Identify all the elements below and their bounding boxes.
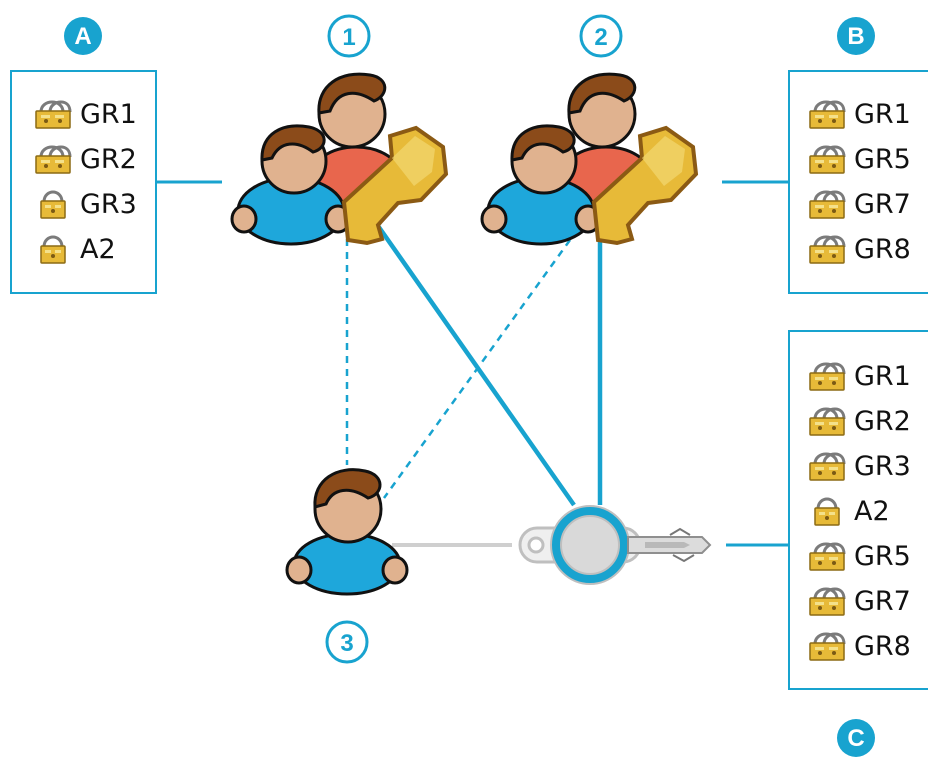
list-item: GR3 — [790, 444, 928, 489]
group-lock-icon — [34, 99, 72, 130]
svg-text:2: 2 — [594, 24, 607, 51]
group-lock-icon — [808, 144, 846, 175]
group-lock-icon — [808, 541, 846, 572]
user-3-icon — [285, 468, 409, 596]
circle-label-3: 3 — [325, 620, 369, 664]
svg-text:A: A — [74, 23, 91, 50]
list-item: GR7 — [790, 182, 928, 227]
list-item-label: GR7 — [854, 586, 911, 617]
list-item-label: GR8 — [854, 234, 911, 265]
group-lock-icon — [808, 406, 846, 437]
permissions-list-c: GR1 GR2 — [790, 332, 928, 669]
single-lock-icon — [34, 189, 72, 220]
list-item-label: GR3 — [854, 451, 911, 482]
circle-label-2: 2 — [579, 14, 623, 58]
list-item: GR2 — [12, 137, 155, 182]
svg-text:1: 1 — [342, 24, 355, 51]
list-item-label: GR5 — [854, 144, 911, 175]
list-item: GR3 — [12, 182, 155, 227]
list-item: GR8 — [790, 227, 928, 272]
group-lock-icon — [808, 234, 846, 265]
svg-text:3: 3 — [340, 630, 353, 657]
group-lock-icon — [808, 361, 846, 392]
group-2-icon — [480, 72, 699, 246]
physical-key-icon — [518, 505, 712, 585]
badge-a: A — [64, 17, 102, 55]
list-item-label: GR2 — [854, 406, 911, 437]
list-item-label: GR8 — [854, 631, 911, 662]
list-item: A2 — [12, 227, 155, 272]
badge-c: C — [837, 719, 875, 757]
list-item: GR5 — [790, 534, 928, 579]
group-lock-icon — [808, 586, 846, 617]
list-item: GR1 — [790, 92, 928, 137]
list-item-label: GR7 — [854, 189, 911, 220]
group-lock-icon — [34, 144, 72, 175]
list-item: A2 — [790, 489, 928, 534]
list-item-label: GR2 — [80, 144, 137, 175]
permissions-panel-c: GR1 GR2 — [788, 330, 928, 690]
list-item: GR7 — [790, 579, 928, 624]
permissions-panel-b: GR1 GR5 — [788, 70, 928, 294]
list-item: GR2 — [790, 399, 928, 444]
list-item-label: GR3 — [80, 189, 137, 220]
list-item: GR1 — [12, 92, 155, 137]
solid-line-group1-to-key — [374, 221, 576, 507]
group-lock-icon — [808, 99, 846, 130]
list-item-label: A2 — [854, 496, 890, 527]
list-item-label: A2 — [80, 234, 116, 265]
permissions-list-b: GR1 GR5 — [790, 72, 928, 272]
group-lock-icon — [808, 189, 846, 220]
group-lock-icon — [808, 451, 846, 482]
single-lock-icon — [808, 496, 846, 527]
badge-b: B — [837, 17, 875, 55]
svg-text:C: C — [847, 725, 864, 752]
single-lock-icon — [34, 234, 72, 265]
list-item: GR5 — [790, 137, 928, 182]
list-item: GR8 — [790, 624, 928, 669]
svg-text:B: B — [847, 23, 864, 50]
list-item-label: GR1 — [854, 99, 911, 130]
list-item-label: GR1 — [80, 99, 137, 130]
permissions-panel-a: GR1 GR2 — [10, 70, 157, 294]
group-1-icon — [230, 72, 449, 246]
list-item-label: GR1 — [854, 361, 911, 392]
group-lock-icon — [808, 631, 846, 662]
permissions-list-a: GR1 GR2 — [12, 72, 155, 272]
list-item: GR1 — [790, 354, 928, 399]
circle-label-1: 1 — [327, 14, 371, 58]
list-item-label: GR5 — [854, 541, 911, 572]
